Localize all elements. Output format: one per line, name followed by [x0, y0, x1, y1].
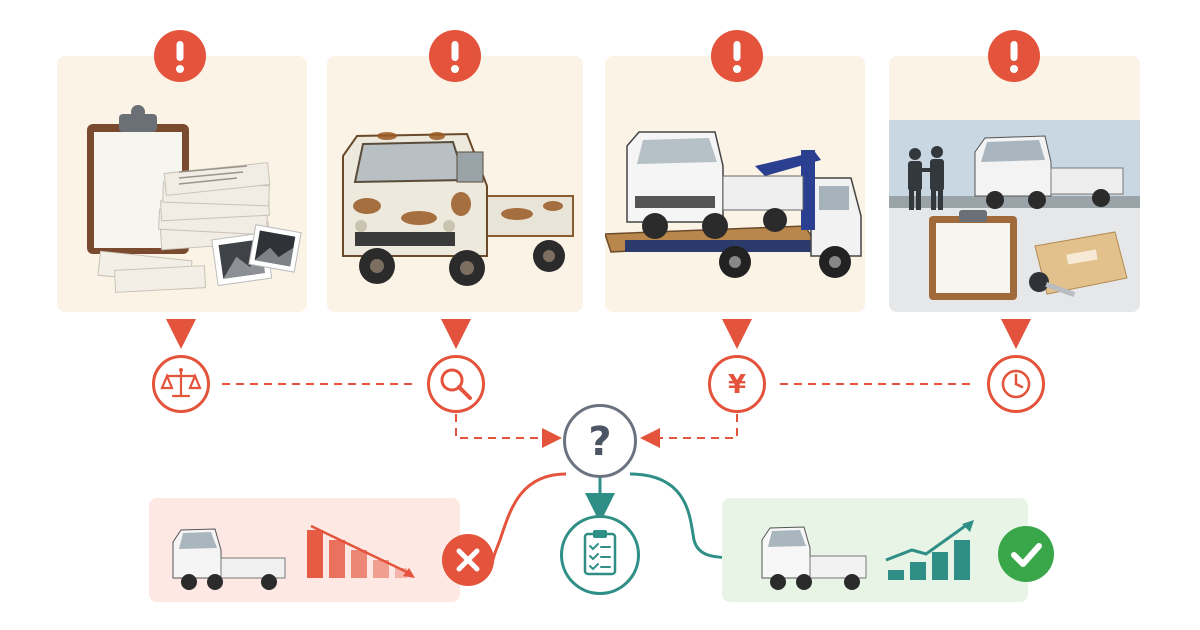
magnifier-icon	[427, 355, 485, 413]
tow-truck-illustration	[605, 131, 862, 278]
exclamation-icon	[711, 30, 763, 82]
exclamation-icon	[429, 30, 481, 82]
dashed-links	[222, 383, 976, 448]
handover-illustration	[889, 120, 1140, 312]
outcome-bad-panel	[149, 498, 460, 602]
bad-path	[491, 472, 567, 564]
checklist-icon	[560, 515, 640, 595]
yen-icon: ¥	[708, 355, 766, 413]
down-arrows	[166, 319, 1031, 349]
card-documents	[57, 56, 307, 312]
yen-symbol: ¥	[728, 370, 746, 400]
outcome-bad-illustration	[172, 524, 415, 590]
exclamation-icon	[988, 30, 1040, 82]
outcome-good-panel	[722, 498, 1028, 602]
exclamation-icon	[154, 30, 206, 82]
scales-icon	[152, 355, 210, 413]
card-rusty-truck	[327, 56, 583, 312]
question-icon: ?	[563, 404, 637, 478]
clock-icon	[987, 355, 1045, 413]
card-tow-truck	[605, 56, 865, 312]
card-handover	[889, 56, 1140, 312]
declining-bars	[307, 530, 407, 578]
check-icon	[998, 526, 1054, 582]
outcome-good-illustration	[761, 520, 974, 590]
good-path	[629, 472, 755, 573]
rusty-truck-illustration	[342, 132, 574, 286]
clipboard-papers-illustration	[87, 105, 302, 293]
cross-icon	[442, 534, 494, 586]
rising-bars	[888, 540, 970, 580]
question-symbol: ?	[588, 419, 611, 465]
